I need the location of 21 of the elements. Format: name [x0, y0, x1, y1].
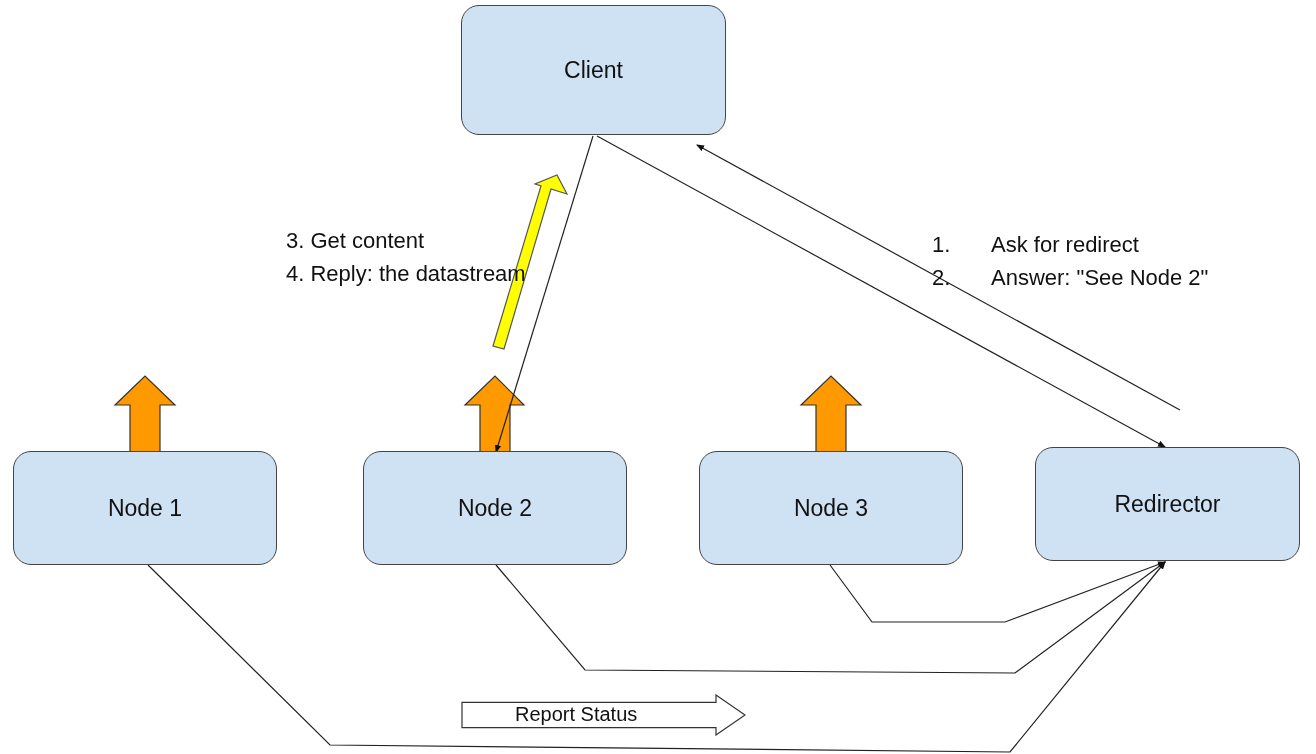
box-label: Node 1	[107, 494, 183, 522]
box-label: Redirector	[1114, 490, 1221, 518]
step-number: 1.	[932, 232, 951, 258]
rounded-box	[1035, 447, 1300, 561]
arrow-label: Report Status	[515, 703, 638, 725]
block-arrow	[461, 694, 746, 736]
rounded-box	[699, 451, 963, 565]
rounded-box	[13, 451, 277, 565]
step-text: Answer: "See Node 2"	[991, 265, 1209, 291]
arrow	[147, 561, 1166, 753]
arrow	[596, 135, 1166, 448]
step-text: 3. Get content	[286, 228, 425, 254]
rounded-box	[461, 5, 726, 135]
box-label: Client	[564, 56, 623, 84]
step-text: Ask for redirect	[991, 232, 1139, 258]
arrow	[696, 144, 1181, 411]
rounded-box	[363, 451, 627, 565]
box-label: Node 2	[457, 494, 533, 522]
arrow	[495, 561, 1166, 674]
arrow	[495, 135, 594, 453]
box-label: Node 3	[793, 494, 869, 522]
